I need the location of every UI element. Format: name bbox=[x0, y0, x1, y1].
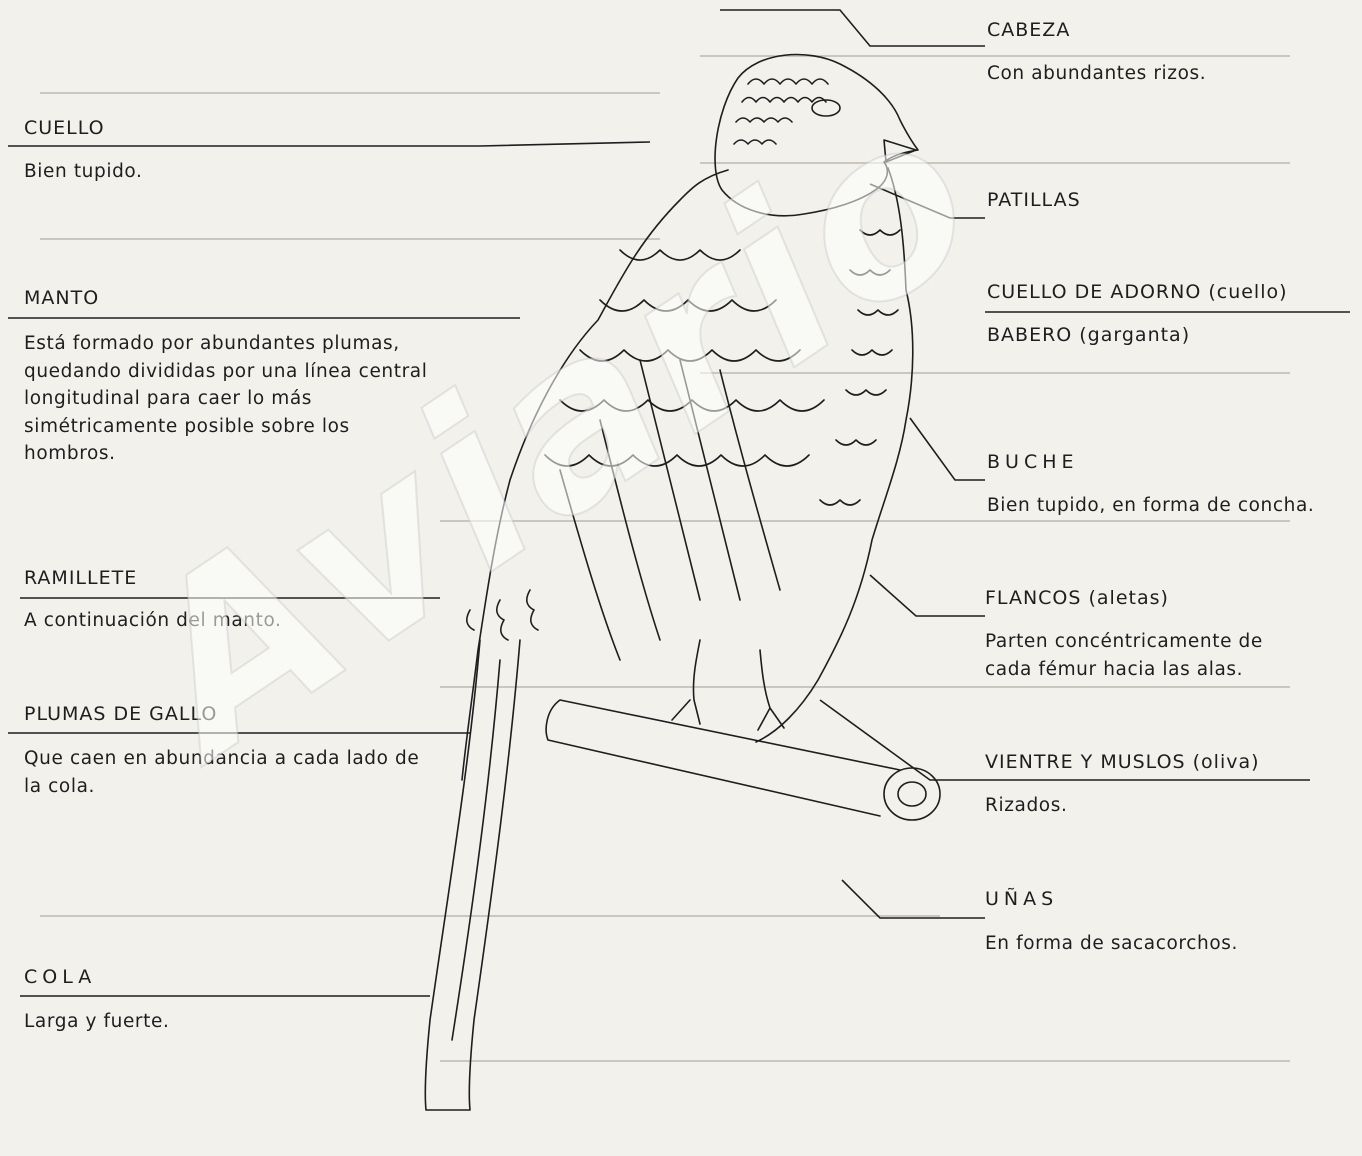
desc-buche: Bien tupido, en forma de concha. bbox=[987, 492, 1314, 520]
label-ramillete: RAMILLETE bbox=[24, 566, 137, 590]
desc-cabeza: Con abundantes rizos. bbox=[987, 60, 1206, 88]
ramillete-tufts bbox=[467, 590, 538, 640]
desc-flancos: Parten concéntricamente de cada fémur ha… bbox=[985, 628, 1310, 683]
perch-end bbox=[884, 768, 940, 820]
label-plumas-gallo: PLUMAS DE GALLO bbox=[24, 702, 217, 726]
legs bbox=[672, 640, 784, 730]
label-buche: BUCHE bbox=[987, 450, 1079, 474]
tail bbox=[425, 640, 520, 1110]
label-cabeza: CABEZA bbox=[987, 18, 1070, 42]
label-vientre: VIENTRE Y MUSLOS (oliva) bbox=[985, 750, 1260, 774]
desc-manto: Está formado por abundantes plumas, qued… bbox=[24, 330, 429, 468]
desc-cuello: Bien tupido. bbox=[24, 158, 143, 186]
label-babero: BABERO (garganta) bbox=[987, 323, 1190, 347]
desc-ramillete: A continuación del manto. bbox=[24, 607, 282, 635]
label-cola: COLA bbox=[24, 965, 96, 989]
desc-unas: En forma de sacacorchos. bbox=[985, 930, 1238, 958]
leader-patillas bbox=[870, 184, 985, 218]
leader-unas bbox=[842, 880, 985, 918]
leader-buche bbox=[910, 418, 985, 480]
back-feathers bbox=[545, 250, 824, 466]
perch-end-inner bbox=[898, 782, 926, 806]
desc-plumas-gallo: Que caen en abundancia a cada lado de la… bbox=[24, 745, 429, 800]
leader-flancos bbox=[870, 575, 985, 616]
label-unas: UÑAS bbox=[985, 887, 1058, 911]
perch bbox=[546, 700, 900, 816]
leader-cabeza bbox=[720, 10, 985, 46]
wing-lines bbox=[560, 360, 780, 660]
desc-vientre: Rizados. bbox=[985, 792, 1067, 820]
breast-curls bbox=[820, 230, 900, 505]
label-cuello-adorno: CUELLO DE ADORNO (cuello) bbox=[987, 280, 1288, 304]
label-flancos: FLANCOS (aletas) bbox=[985, 586, 1169, 610]
desc-cola: Larga y fuerte. bbox=[24, 1008, 169, 1036]
body-outline bbox=[462, 168, 913, 780]
label-manto: MANTO bbox=[24, 286, 99, 310]
label-cuello: CUELLO bbox=[24, 116, 105, 140]
label-patillas: PATILLAS bbox=[987, 188, 1081, 212]
leader-cuello bbox=[8, 142, 650, 146]
